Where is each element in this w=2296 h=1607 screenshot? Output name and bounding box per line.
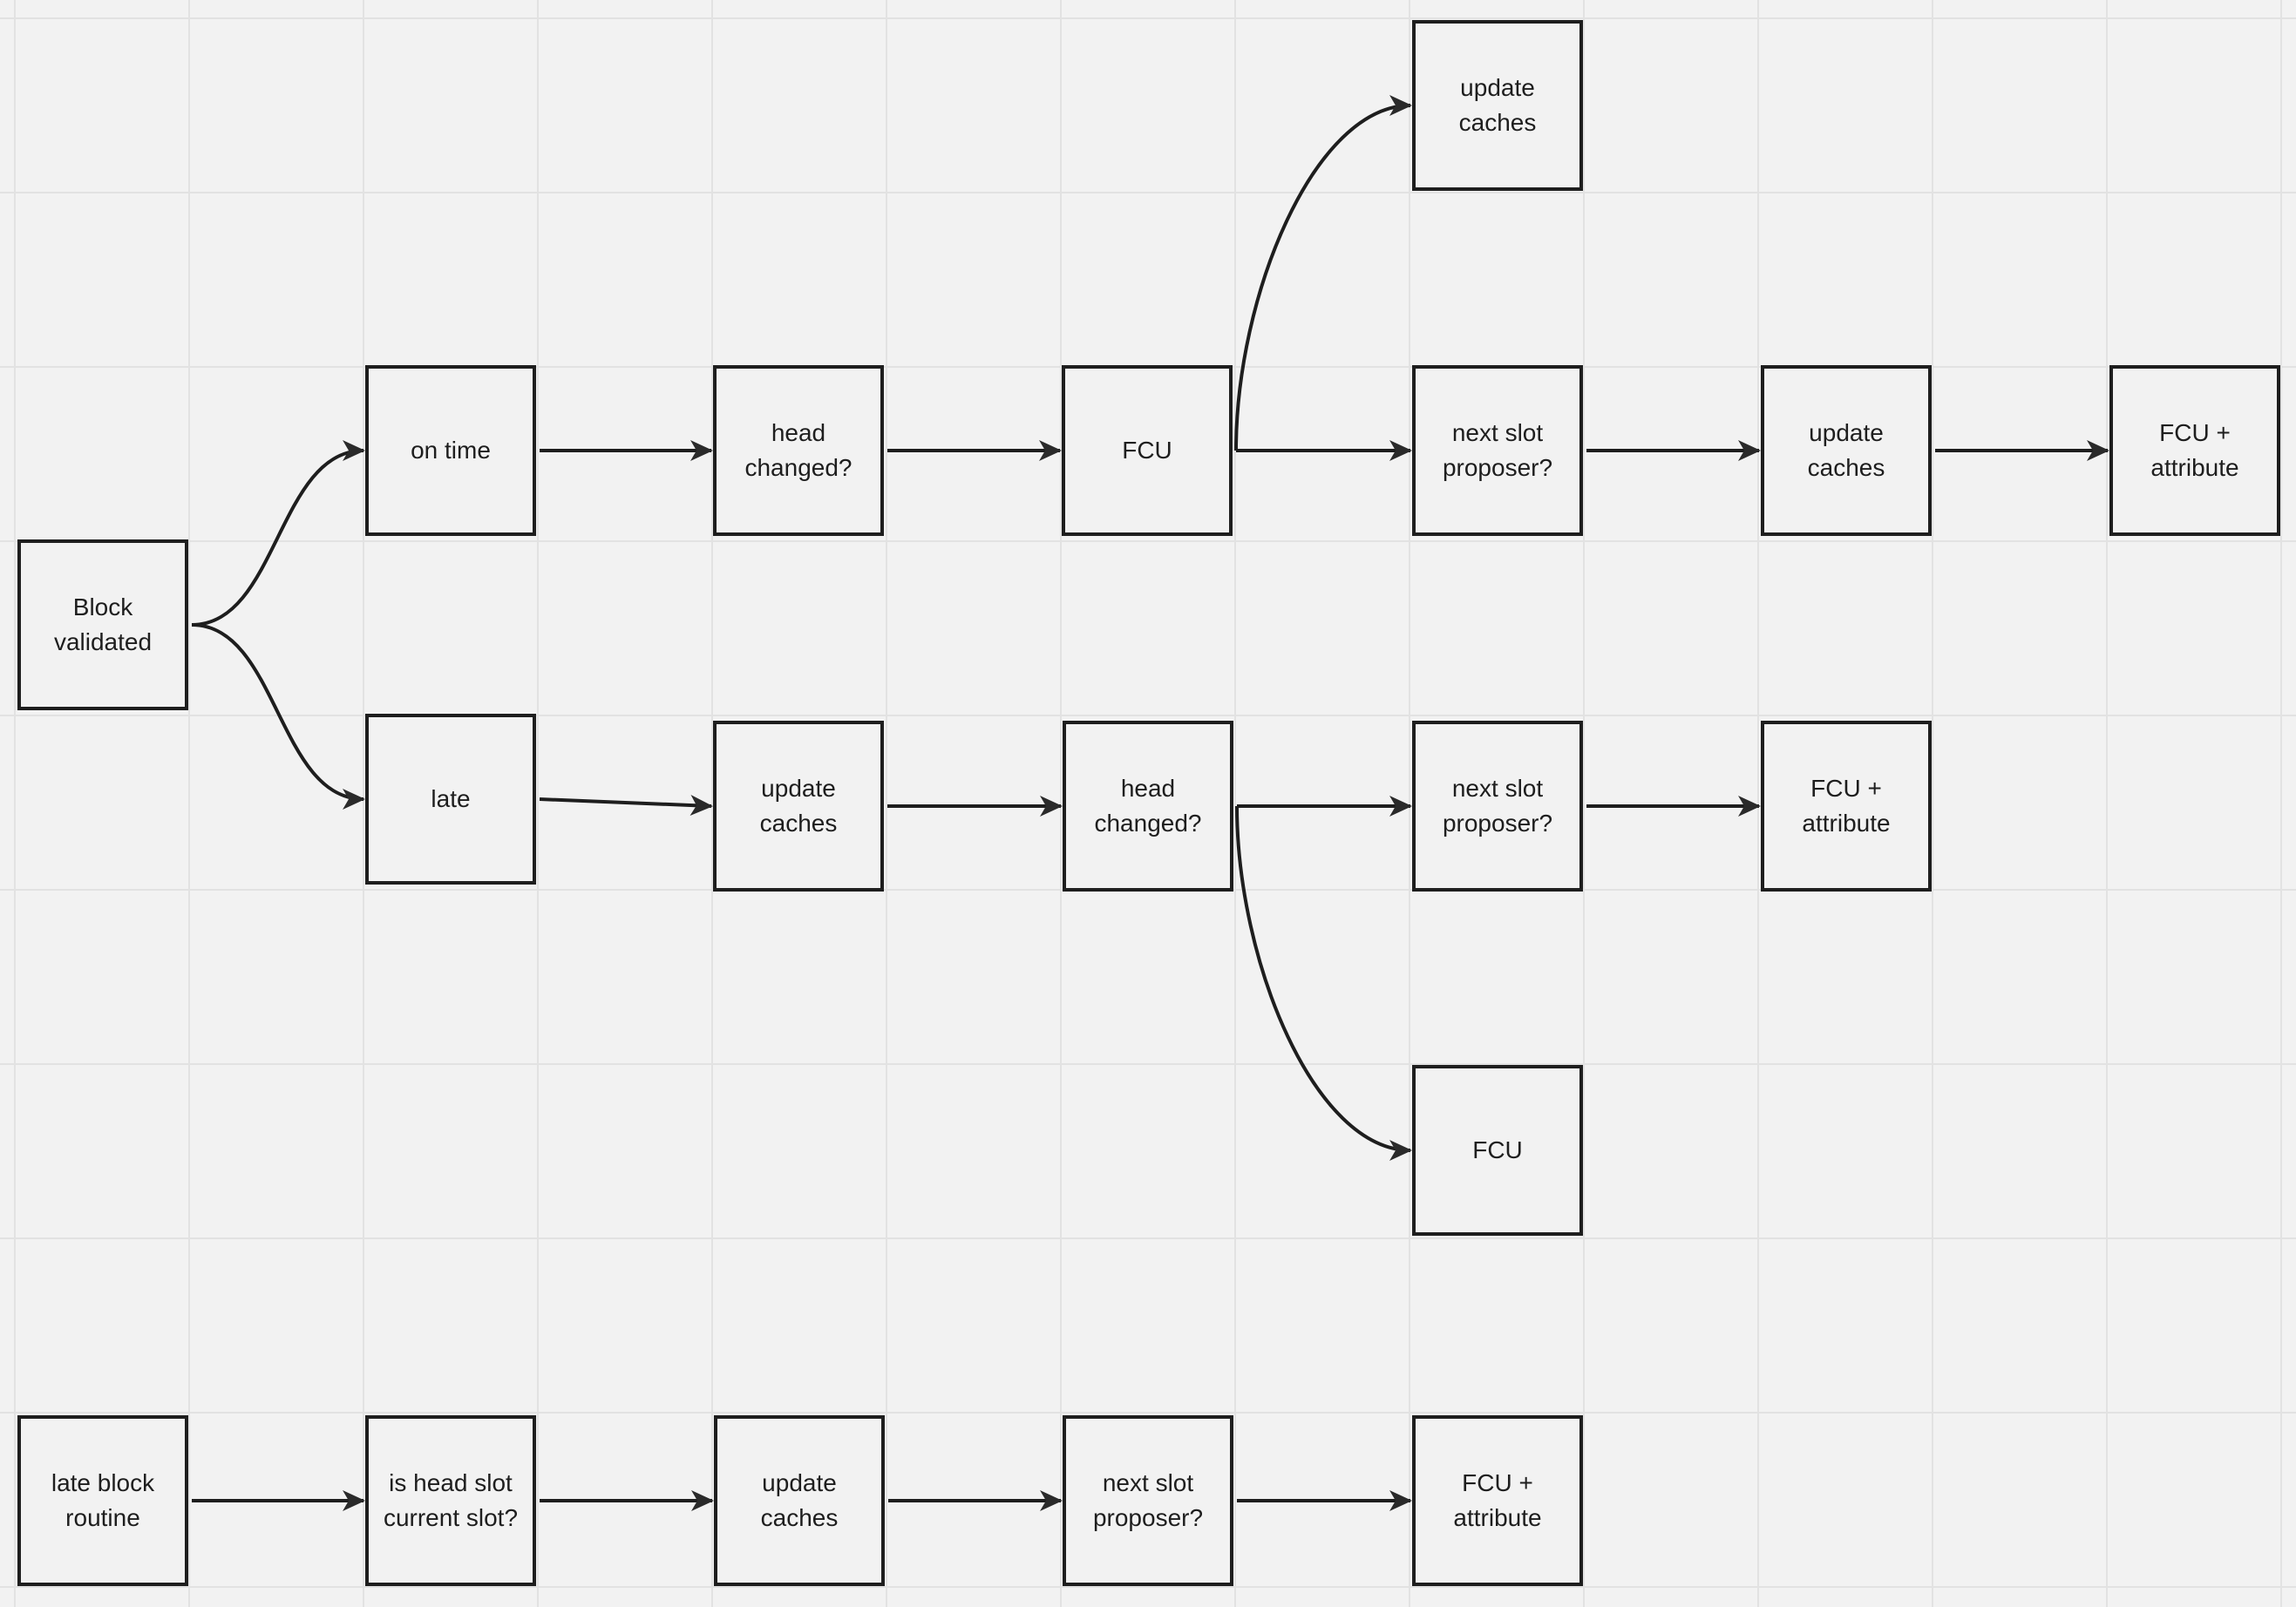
node-routine-update-caches[interactable]: update caches: [714, 1415, 885, 1586]
node-late-fcu-attribute[interactable]: FCU + attribute: [1761, 721, 1932, 892]
arrow-late-to-late-update-caches: [539, 795, 713, 817]
node-routine-next-slot-proposer[interactable]: next slot proposer?: [1063, 1415, 1233, 1586]
node-label: update caches: [759, 775, 838, 837]
node-late[interactable]: late: [365, 714, 536, 885]
node-is-head-slot-current-slot[interactable]: is head slot current slot?: [365, 1415, 536, 1586]
node-label: update caches: [760, 1469, 839, 1531]
node-label: FCU + attribute: [2150, 419, 2239, 481]
node-late-head-changed[interactable]: head changed?: [1063, 721, 1233, 892]
node-block-validated[interactable]: Block validated: [17, 539, 188, 710]
node-on-time-update-caches[interactable]: update caches: [1761, 365, 1932, 536]
node-label: late: [431, 785, 471, 812]
node-label: FCU + attribute: [1802, 775, 1891, 837]
node-label: FCU: [1122, 437, 1172, 464]
node-on-time-next-slot-proposer[interactable]: next slot proposer?: [1412, 365, 1583, 536]
node-late-update-caches[interactable]: update caches: [713, 721, 884, 892]
node-label: update caches: [1458, 74, 1537, 136]
arrow-late-head-changed-to-late-fcu: [1235, 805, 1412, 1161]
node-on-time-update-caches-top[interactable]: update caches: [1412, 20, 1583, 191]
node-on-time-fcu[interactable]: FCU: [1062, 365, 1233, 536]
node-label: late block routine: [51, 1469, 155, 1531]
arrow-block-validated-to-late: [191, 623, 365, 810]
node-label: head changed?: [744, 419, 853, 481]
arrow-on-time-fcu-to-on-time-update-caches-top: [1234, 95, 1412, 451]
node-on-time[interactable]: on time: [365, 365, 536, 536]
node-label: head changed?: [1094, 775, 1202, 837]
node-on-time-fcu-attribute[interactable]: FCU + attribute: [2109, 365, 2280, 536]
node-on-time-head-changed[interactable]: head changed?: [713, 365, 884, 536]
node-label: FCU: [1472, 1136, 1523, 1163]
node-label: next slot proposer?: [1442, 775, 1553, 837]
node-label: on time: [411, 437, 491, 464]
node-label: next slot proposer?: [1442, 419, 1553, 481]
node-label: next slot proposer?: [1092, 1469, 1204, 1531]
node-late-fcu[interactable]: FCU: [1412, 1065, 1583, 1236]
arrow-block-validated-to-on-time: [191, 440, 365, 627]
node-label: Block validated: [53, 593, 153, 655]
node-late-next-slot-proposer[interactable]: next slot proposer?: [1412, 721, 1583, 892]
node-late-block-routine[interactable]: late block routine: [17, 1415, 188, 1586]
node-label: update caches: [1807, 419, 1885, 481]
node-routine-fcu-attribute[interactable]: FCU + attribute: [1412, 1415, 1583, 1586]
node-label: FCU + attribute: [1453, 1469, 1542, 1531]
node-label: is head slot current slot?: [383, 1469, 519, 1531]
